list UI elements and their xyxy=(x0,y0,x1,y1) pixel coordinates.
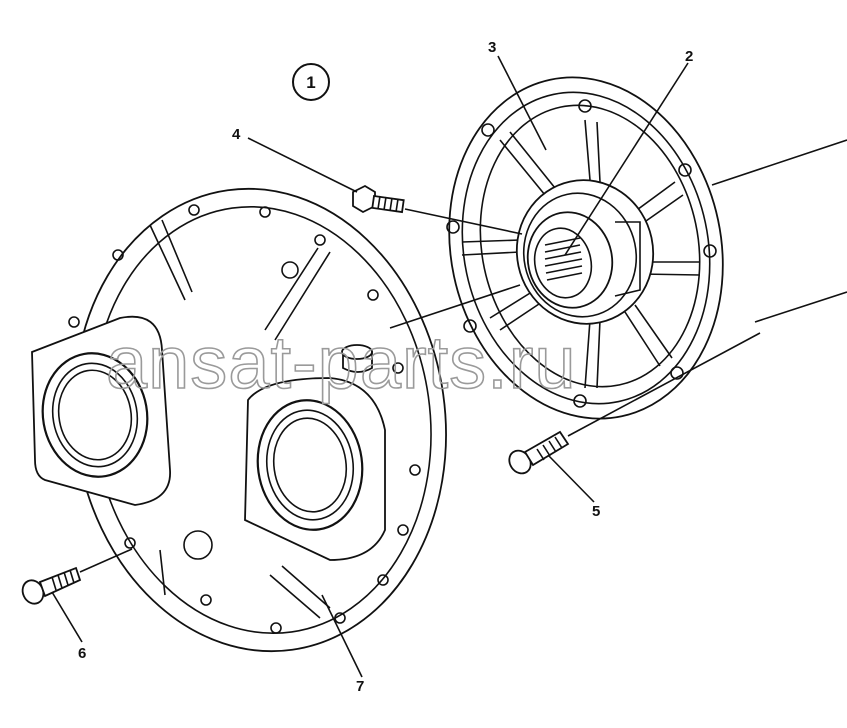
hub-flange xyxy=(446,76,724,420)
callout-3: 3 xyxy=(488,39,496,56)
housing-cover xyxy=(31,187,521,653)
callout-2: 2 xyxy=(685,48,693,65)
callout-4: 4 xyxy=(232,126,241,143)
watermark: ansat-parts.ru xyxy=(106,321,577,404)
leader-lines xyxy=(51,55,689,678)
cover-ribs xyxy=(149,219,331,619)
hub-bolt-holes xyxy=(446,99,717,408)
bolt-4 xyxy=(352,184,523,235)
bolt-5 xyxy=(508,332,761,475)
hub-splines xyxy=(544,237,583,281)
shaft xyxy=(711,139,847,323)
bolt-6 xyxy=(21,548,133,605)
callout-7: 7 xyxy=(356,678,364,695)
cover-bolt-holes xyxy=(68,204,421,634)
figure-number: 1 xyxy=(306,73,315,92)
callout-5: 5 xyxy=(592,503,600,520)
callout-6: 6 xyxy=(78,645,86,662)
figure-number-badge: 1 xyxy=(292,63,330,101)
